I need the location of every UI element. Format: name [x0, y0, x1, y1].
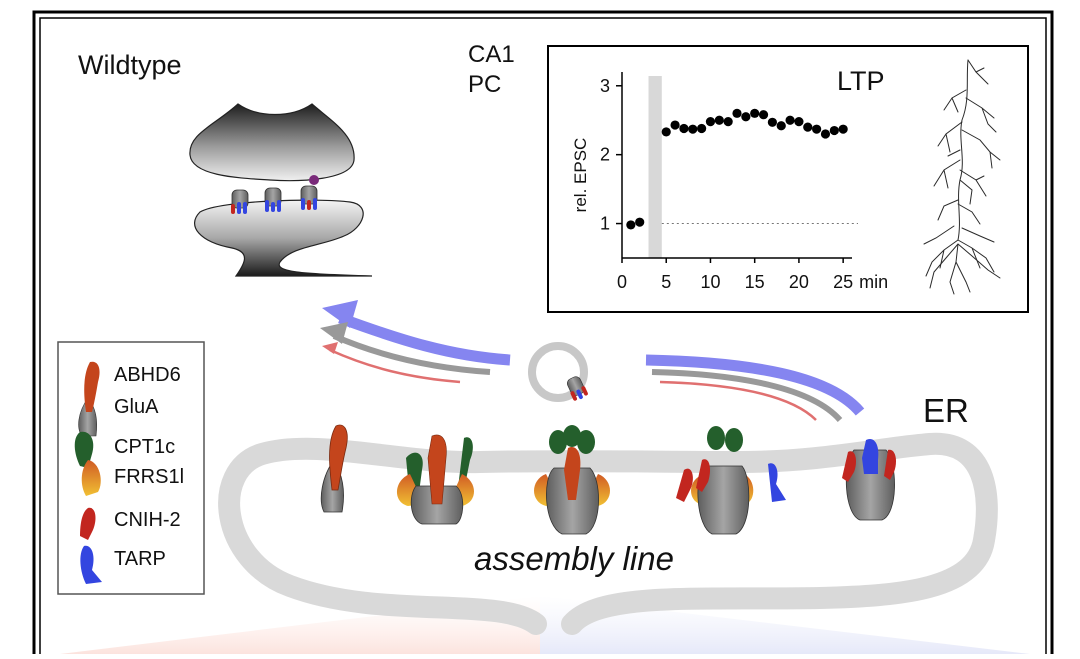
x-tick-label: 20	[789, 272, 809, 292]
x-tick-label: 25	[833, 272, 853, 292]
outer-frame	[32, 10, 1054, 659]
y-tick-label: 1	[600, 214, 610, 234]
tarp-icon	[80, 545, 102, 584]
assembly-complex-1	[320, 424, 348, 513]
data-point	[697, 123, 707, 134]
data-point	[838, 124, 848, 134]
assembly-complex-4	[676, 426, 786, 535]
data-point	[812, 124, 822, 134]
data-point	[670, 120, 680, 130]
neuron-drawing	[923, 59, 1001, 295]
assembly-complex-5	[842, 438, 896, 521]
region-label: CA1 PC	[468, 40, 515, 100]
legend-label-frrs1l: FRRS1l	[114, 466, 185, 488]
arrow-glua-forward	[332, 333, 491, 375]
data-point	[635, 217, 645, 227]
x-tick-label: 0	[617, 272, 627, 292]
arrow-cnih-from-er	[659, 380, 817, 421]
legend-label-glua: GluA	[114, 396, 159, 418]
er-label: ER	[923, 392, 969, 429]
data-point	[758, 110, 769, 120]
wildtype-label: Wildtype	[78, 50, 182, 80]
data-point	[794, 117, 804, 127]
y-axis-label: rel. EPSC	[571, 138, 590, 213]
presynaptic-bouton	[189, 103, 355, 182]
data-point	[688, 124, 698, 134]
data-point	[767, 117, 777, 127]
trafficking-arrows	[320, 300, 865, 423]
ltp-chart: 1 2 3 0 5 10 15 20 25 min rel. EPSC	[571, 72, 888, 292]
data-point	[741, 112, 751, 122]
data-point	[829, 125, 839, 136]
data-point	[705, 117, 716, 127]
synapse-illustration	[189, 103, 373, 277]
data-point	[820, 129, 831, 139]
arrow-cnih-forward	[329, 348, 461, 384]
arrow-head-red	[322, 342, 338, 354]
arrow-head-blue	[322, 300, 358, 328]
synaptic-receptor	[231, 189, 249, 214]
arrow-tarp-from-er	[645, 354, 865, 416]
arrow-tarp-forward	[338, 312, 511, 366]
vesicle-receptor	[567, 376, 588, 401]
postsynaptic-spine	[194, 199, 373, 277]
synaptic-receptor	[300, 175, 319, 210]
data-point	[785, 115, 795, 125]
data-point	[750, 108, 760, 118]
data-point	[723, 117, 733, 127]
data-point	[661, 127, 671, 137]
legend-label-cnih2: CNIH-2	[114, 509, 181, 531]
cnih2-icon	[80, 507, 96, 540]
data-point	[626, 220, 636, 230]
x-tick-label: 5	[661, 272, 671, 292]
er-membrane	[218, 432, 998, 635]
x-unit-label: min	[859, 272, 888, 292]
legend-label-tarp: TARP	[114, 548, 166, 570]
inner-frame	[39, 17, 1047, 659]
legend-label-abhd6: ABHD6	[114, 364, 181, 386]
synaptic-receptor	[264, 187, 282, 212]
legend	[57, 341, 205, 595]
transport-vesicle	[528, 342, 588, 402]
y-tick-label: 3	[600, 76, 610, 96]
region-label-line2: PC	[468, 71, 502, 98]
assembly-line-label: assembly line	[474, 540, 674, 577]
ltp-label: LTP	[837, 66, 885, 96]
y-tick-label: 2	[600, 145, 610, 165]
arrow-head-gray	[320, 322, 348, 344]
ltp-panel-border	[547, 45, 1029, 313]
data-point	[714, 115, 724, 125]
data-point	[679, 123, 689, 134]
assembly-complex-2	[396, 434, 474, 525]
x-tick-label: 10	[700, 272, 720, 292]
data-point	[803, 122, 813, 132]
data-point	[776, 121, 786, 131]
data-point	[732, 108, 742, 118]
stimulation-bar	[648, 76, 662, 258]
legend-label-cpt1c: CPT1c	[114, 436, 176, 458]
x-tick-label: 15	[745, 272, 765, 292]
assembly-complex-3	[534, 425, 610, 535]
arrow-glua-from-er	[651, 369, 843, 423]
cpt1c-frrs1l-icon	[74, 431, 101, 496]
region-label-line1: CA1	[468, 41, 515, 68]
ltp-panel: 1 2 3 0 5 10 15 20 25 min rel. EPSC	[547, 45, 1029, 313]
